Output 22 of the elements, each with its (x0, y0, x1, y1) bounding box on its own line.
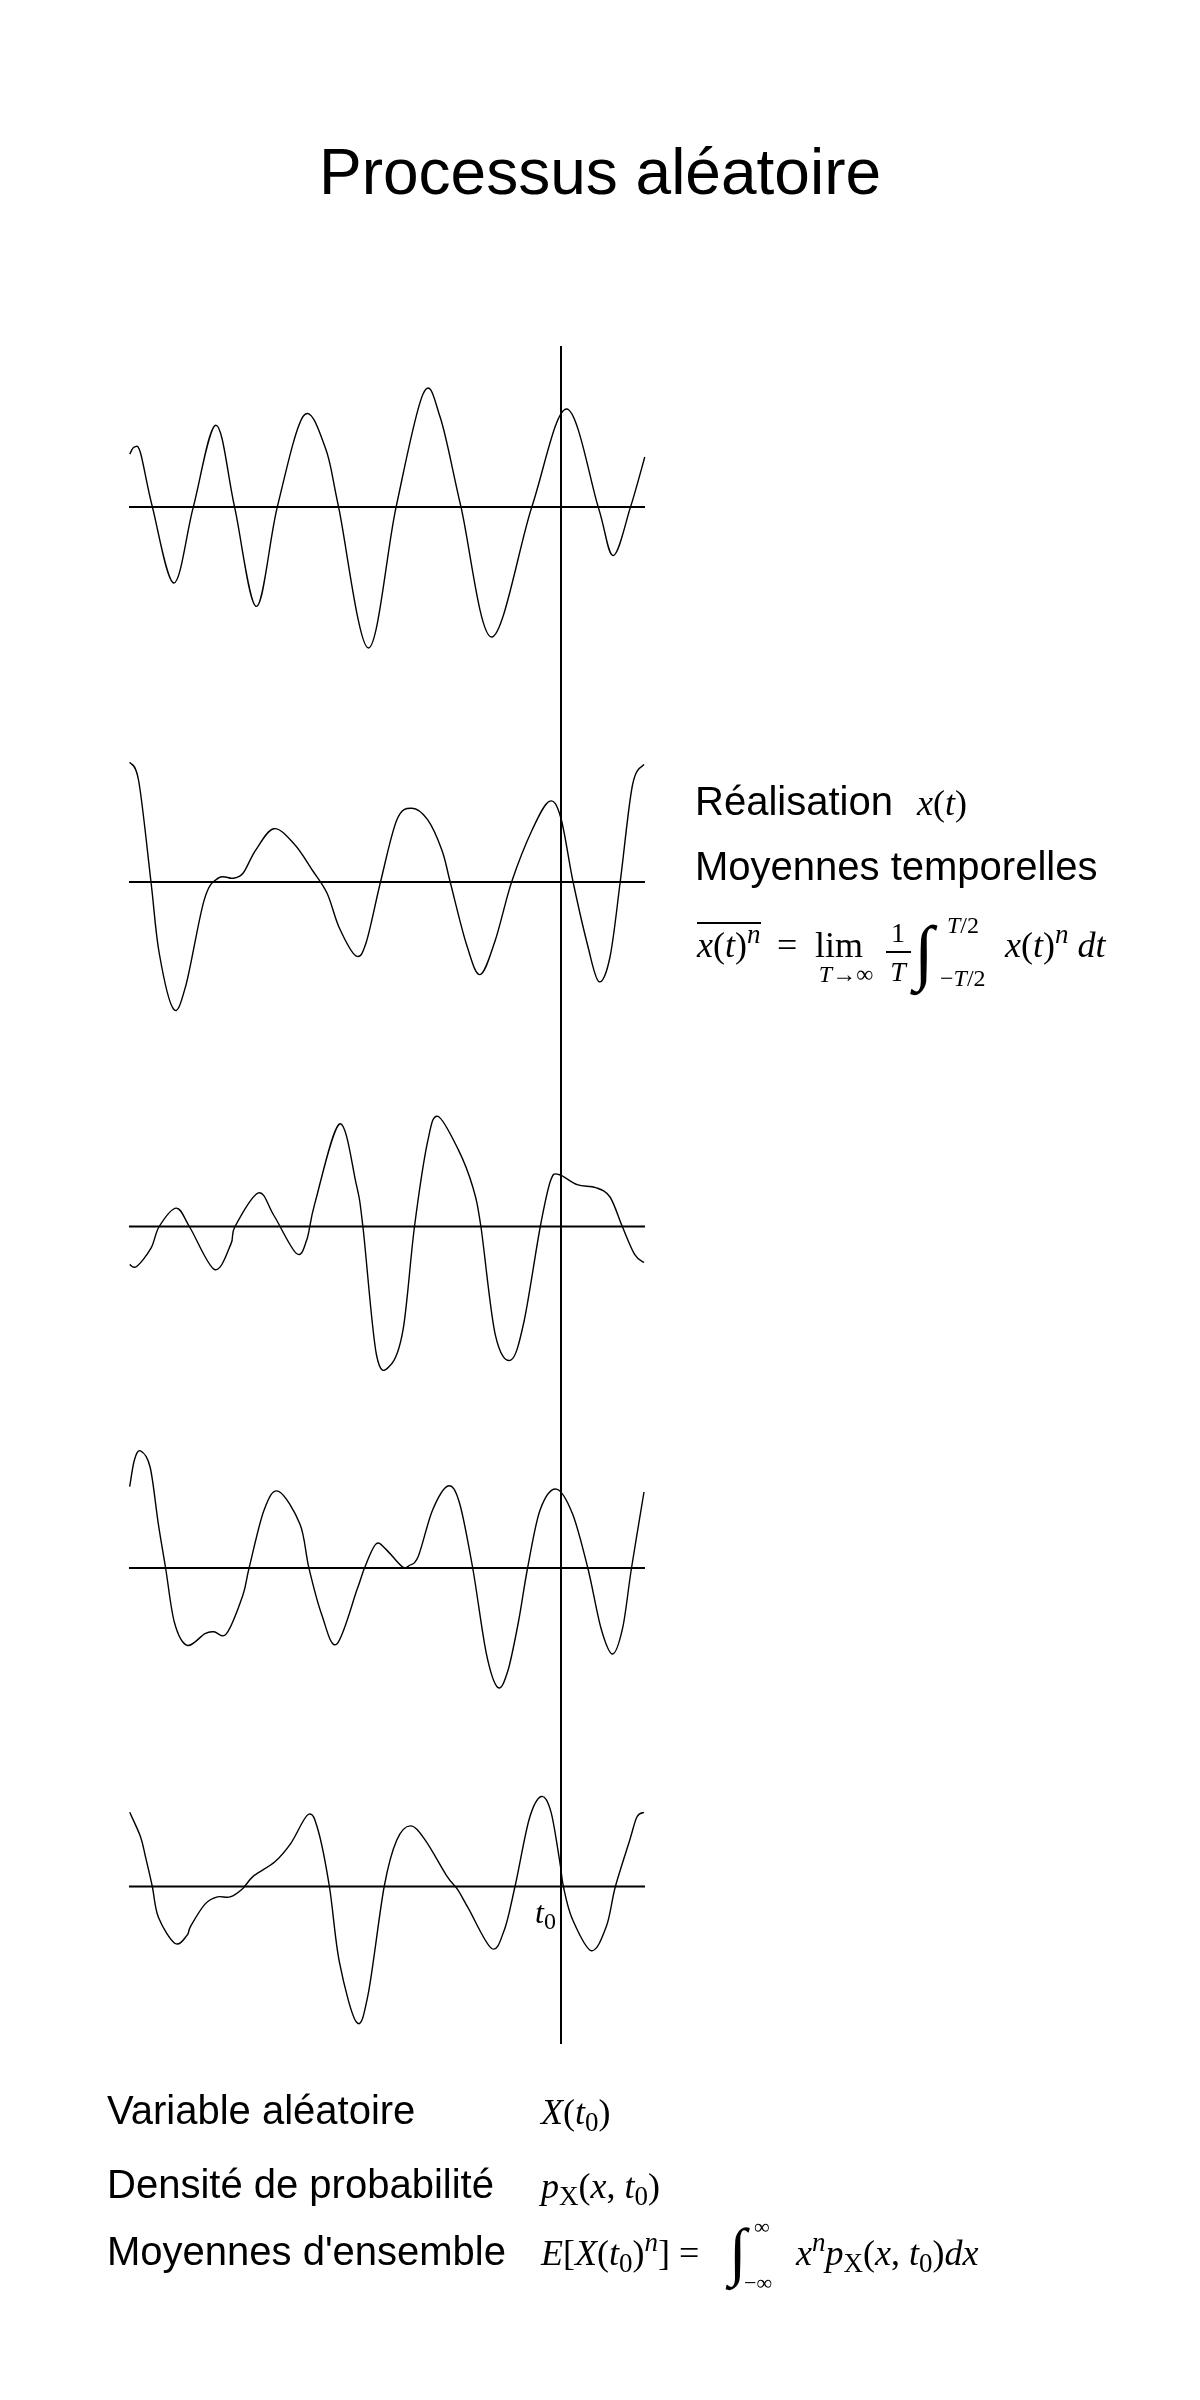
equals-sign: = (777, 926, 798, 963)
math-expression: p$_{X}$(x, t$_{0}$) (541, 2167, 660, 2204)
fraction-numerator: 1 (891, 919, 905, 948)
math-expression: x(t) (917, 784, 967, 821)
term-label: Réalisation (695, 781, 893, 821)
term-label: Variable aléatoire (107, 2090, 416, 2130)
integral-upper-limit: T/2 (947, 912, 980, 937)
time-label: t$_{0}$ (535, 1896, 556, 1929)
math-expression: X(t$_{0}$) (541, 2093, 611, 2130)
integral-upper-limit: ∞ (754, 2215, 770, 2238)
math-expression: x(t)$^{n}$ dt (1005, 926, 1106, 963)
term-label: Densité de probabilité (107, 2164, 494, 2204)
math-expression: x(t)$^{n}$ (697, 921, 761, 963)
term-label: Moyennes d'ensemble (107, 2231, 506, 2271)
math-expression: x$^{n}$p$_{X}$(x, t$_{0}$)dx (796, 2234, 979, 2271)
math-expression: E[X(t$_{0}$)$^{n}$] = (541, 2234, 700, 2271)
term-label: Moyennes temporelles (695, 846, 1098, 886)
limit-subscript: T→∞ (818, 961, 874, 986)
limit-operator: lim (815, 926, 863, 963)
title: Processus aléatoire (318, 140, 882, 204)
integral-lower-limit: −T/2 (940, 965, 986, 990)
fraction-denominator: T (890, 958, 906, 987)
